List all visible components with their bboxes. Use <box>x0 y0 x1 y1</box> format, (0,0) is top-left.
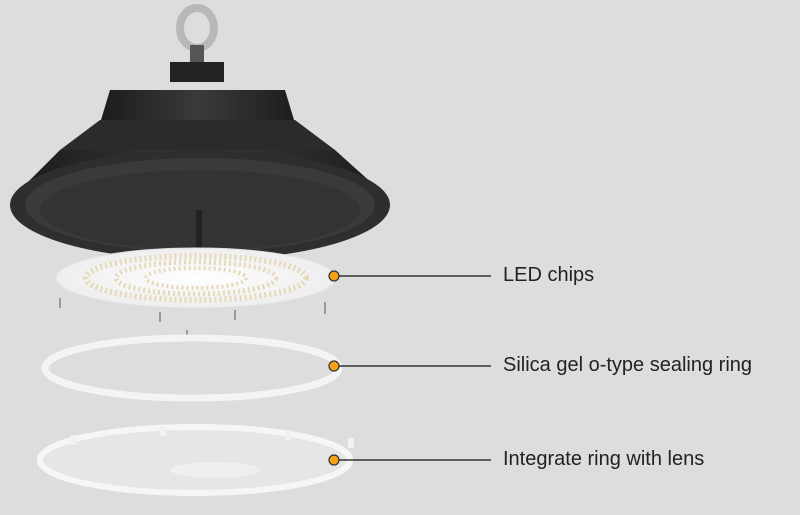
screws <box>59 298 326 338</box>
callout-led-chips <box>328 270 491 282</box>
eye-hook <box>176 4 218 67</box>
lens-ring <box>37 424 354 496</box>
label-led-chips: LED chips <box>503 264 595 286</box>
sealing-ring <box>41 334 343 402</box>
callout-dot <box>328 270 340 282</box>
label-sealing-ring: Silica gel o-type sealing ring <box>503 354 753 376</box>
led-board <box>55 247 337 309</box>
callout-dot <box>328 360 340 372</box>
callout-dot <box>328 454 340 466</box>
heat-sink-body <box>10 62 390 260</box>
label-lens-ring: Integrate ring with lens <box>503 448 705 470</box>
callout-lens-ring <box>328 454 491 466</box>
callout-sealing-ring <box>328 360 491 372</box>
